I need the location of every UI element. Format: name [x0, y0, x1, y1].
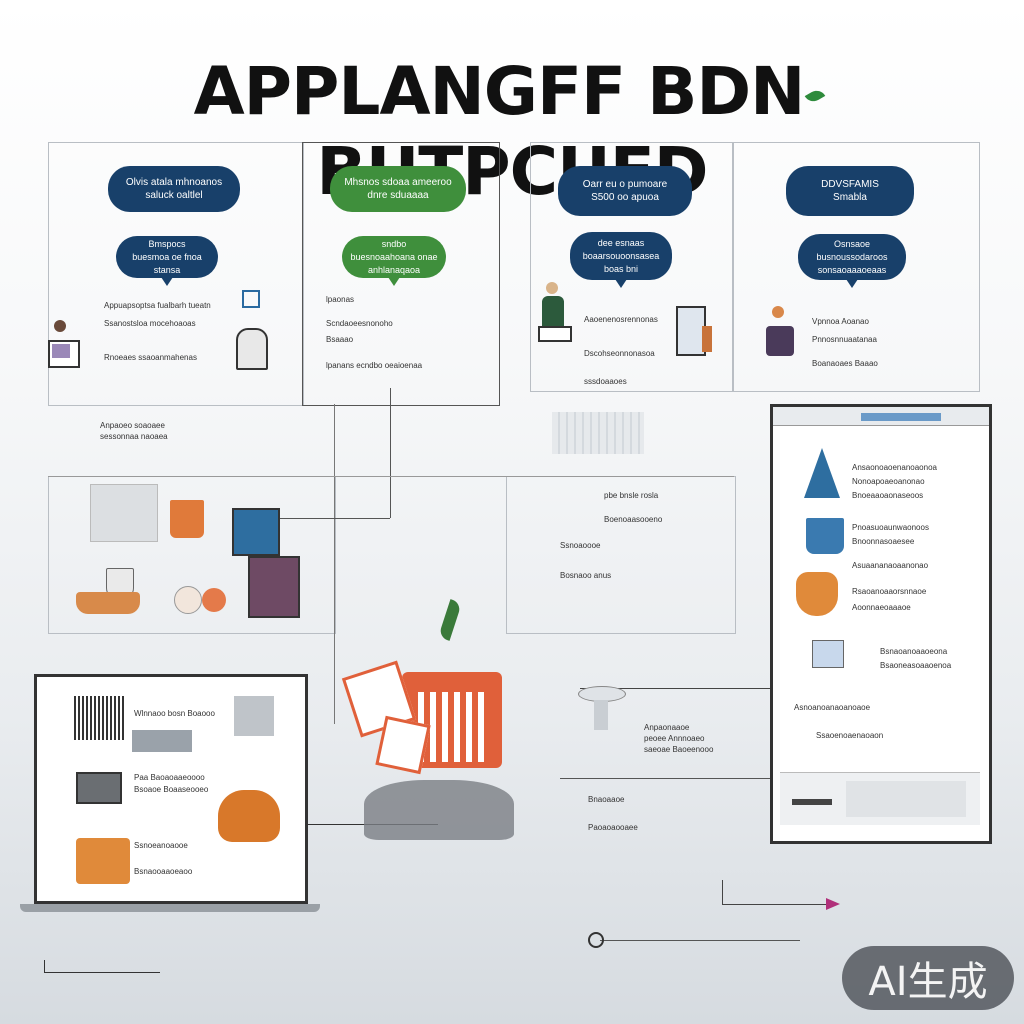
- panel-column-4: [732, 142, 980, 392]
- column-4-mid-pill: Osnsaoe busnoussodaroos sonsaoaaaoeaas: [798, 234, 906, 288]
- column-4-line-1: Vpnnoa Aoanao: [812, 317, 869, 326]
- factory-icon: [341, 599, 520, 860]
- connector-line: [722, 880, 723, 904]
- panel-column-1: [48, 142, 304, 406]
- connector-line: [580, 688, 772, 689]
- bottom-left-line-1: Wlnnaoo bosn Boaooo: [134, 709, 215, 718]
- column-4-line-2: Pnnosnnuaatanaa: [812, 335, 877, 344]
- connector-line: [334, 404, 335, 724]
- worker-icon: [46, 320, 80, 384]
- column-3-top-pill: Oarr eu o pumoare S500 oo apuoa: [558, 166, 692, 216]
- column-3-mid-pill-text: dee esnaas boaarsouoonsasea boas bni: [582, 237, 660, 274]
- operator-icon: [762, 306, 796, 362]
- arrow-right-icon: [826, 898, 840, 910]
- tray-icon: [76, 592, 140, 614]
- column-3-line-3: sssdoaaoes: [584, 377, 627, 386]
- bottom-center-line-2: Paoaoaooaee: [588, 823, 638, 832]
- column-1-line-2: Ssanostsloa mocehoaoas: [104, 319, 196, 328]
- right-panel-line-9: Bsnaoanoaaoeona: [880, 647, 948, 656]
- bottom-left-line-3: Bsoaoe Boaaseooeo: [134, 785, 209, 794]
- column-4-mid-pill-text: Osnsaoe busnoussodaroos sonsaoaaaoeaas: [816, 238, 888, 275]
- drum-icon: [218, 790, 280, 842]
- column-1-line-3: Rnoeaes ssaoanmahenas: [104, 353, 197, 362]
- right-panel-line-10: Bsaoneasoaaoenoa: [880, 661, 952, 670]
- cart-icon: [248, 556, 300, 618]
- right-panel-line-1: Ansaonoaoenanoaonoa: [852, 463, 937, 472]
- connector-line: [280, 518, 390, 519]
- photo-thumbnail: [76, 772, 122, 804]
- column-3-line-2: Dscohseonnonasoa: [584, 349, 655, 358]
- chart-icon: [812, 640, 844, 668]
- column-1-mid-pill: Bmspocs buesmoa oe fnoa stansa: [116, 236, 218, 286]
- column-4-top-pill: DDVSFAMIS Smabla: [786, 166, 914, 216]
- photo-thumbnail: [132, 730, 192, 752]
- right-panel-line-8: Aoonnaeoaaaoe: [852, 603, 911, 612]
- panel-column-3: [530, 142, 734, 392]
- screen-icon: [806, 518, 844, 554]
- connector-line: [560, 778, 772, 779]
- middle-center-line-2: Boenoaasooeno: [604, 515, 663, 524]
- title-part-1: APPLANGFF BDN: [193, 53, 806, 130]
- right-panel-footer: [780, 772, 980, 825]
- right-panel-line-3: Bnoeaaoaonaseoos: [852, 491, 924, 500]
- column-2-top-pill: Mhsnos sdoaa ameeroo dnre sduaaaa: [330, 166, 466, 212]
- right-panel-line-2: Nonoapoaeoanonao: [852, 477, 925, 486]
- machine-icon: [672, 286, 712, 358]
- column-2-line-2: Scndaoeesnonoho: [326, 319, 393, 328]
- middle-center-line-3: Ssnoaoooe: [560, 541, 601, 550]
- right-panel-line-7: Rsaoanoaaorsnnaoe: [852, 587, 927, 596]
- column-3-mid-pill: dee esnaas boaarsouoonsasea boas bni: [570, 232, 672, 288]
- column-2-line-3: Bsaaao: [326, 335, 354, 344]
- column-3-line-1: Aaoenenosrennonas: [584, 315, 658, 324]
- eye-icon: [588, 932, 604, 948]
- photo-thumbnail: [234, 696, 274, 736]
- column-2-line-4: lpanans ecndbo oeaioenaa: [326, 361, 423, 370]
- column-2-mid-pill-text: sndbo buesnoaahoana onae anhlanaqaoa: [350, 238, 438, 275]
- bottom-center-caption: Anpaonaaoe peoee Annnoaeo saeoae Baoeeno…: [644, 723, 714, 754]
- connector-line: [44, 972, 160, 973]
- right-panel-line-4: Pnoasuoaunwaonoos: [852, 523, 929, 532]
- leaf-icon: [805, 87, 826, 105]
- connector-line: [600, 940, 800, 941]
- ai-generated-badge: AI生成: [842, 946, 1014, 1010]
- robot-icon: [234, 290, 268, 382]
- fountain-icon: [578, 680, 628, 740]
- barcode-image: [74, 696, 126, 740]
- column-1-line-1: Appuapsoptsa fualbarh tueatn: [104, 301, 211, 310]
- bottom-left-line-2: Paa Baoaoaaeoooo: [134, 773, 205, 782]
- column-1-mid-pill-text: Bmspocs buesmoa oe fnoa stansa: [132, 238, 202, 275]
- connector-line: [390, 388, 391, 518]
- column-4-line-3: Boanaoaes Baaao: [812, 359, 878, 368]
- right-document-panel: [770, 404, 992, 844]
- column-2-mid-pill: sndbo buesnoaahoana onae anhlanaqaoa: [342, 236, 446, 286]
- grid-image: [90, 484, 158, 542]
- column-1-top-pill: Olvis atala mhnoanos saluck oaltlel: [108, 166, 240, 212]
- connector-line: [48, 476, 734, 477]
- connector-line: [44, 960, 45, 972]
- connector-line: [722, 904, 826, 905]
- column-2-line-1: lpaonas: [326, 295, 355, 304]
- right-panel-line-11: Asnoanoanaoanoaoe: [794, 703, 871, 712]
- right-panel-line-5: Bnoonnasoaesee: [852, 537, 915, 546]
- pot-icon: [796, 572, 838, 616]
- panel-column-2: [302, 142, 500, 406]
- middle-left-caption: Anpaoeo soaoaee sessonnaa naoaea: [100, 421, 168, 441]
- engineer-icon: [536, 282, 572, 362]
- rollers-icon: [174, 586, 230, 614]
- sleeve-icon: [76, 838, 130, 884]
- striped-image: [552, 412, 644, 454]
- bucket-icon: [168, 488, 208, 540]
- middle-center-line-1: pbe bnsle rosla: [604, 491, 659, 500]
- bottom-center-line-1: Bnaoaaoe: [588, 795, 625, 804]
- right-panel-line-6: Asuaananaoaanonao: [852, 561, 929, 570]
- laptop-base: [20, 904, 320, 912]
- bottom-left-line-5: Bsnaooaaoeaoo: [134, 867, 193, 876]
- bottom-left-line-4: Ssnoeanoaooe: [134, 841, 188, 850]
- middle-center-line-4: Bosnaoo anus: [560, 571, 612, 580]
- cone-icon: [804, 448, 840, 498]
- right-panel-line-12: Ssaoenoaenaoaon: [816, 731, 884, 740]
- monitor-icon: [232, 508, 280, 556]
